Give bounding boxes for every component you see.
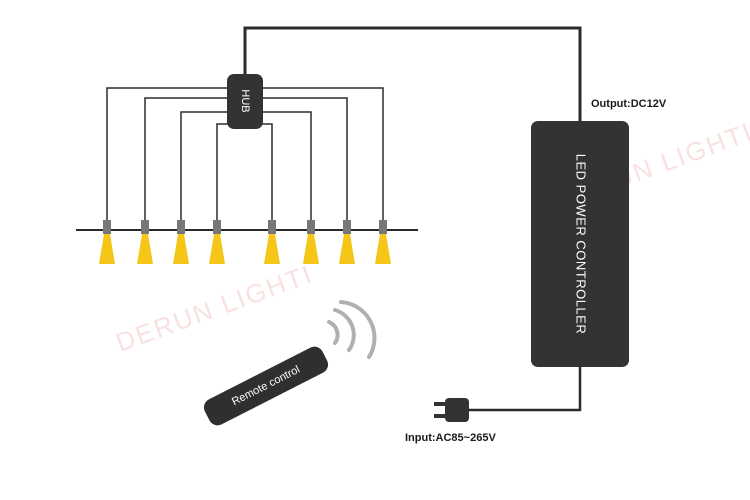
controller-label: LED POWER CONTROLLER [574, 154, 589, 334]
branch-cable-2 [144, 97, 228, 222]
lamp-cap [379, 220, 387, 234]
lamp-fixture [339, 220, 355, 264]
lamp-cap [343, 220, 351, 234]
branch-cable-8 [262, 87, 384, 222]
plug-prong [434, 402, 446, 406]
plug-prong [434, 414, 446, 418]
output-label: Output:DC12V [591, 98, 667, 110]
lamp-fixture [303, 220, 319, 264]
dc-output-cable [243, 26, 582, 121]
signal-waves-icon [327, 300, 377, 359]
lamp-beam [375, 234, 391, 264]
led-power-controller [531, 121, 629, 367]
lamp-beam [137, 234, 153, 264]
lamp-fixture [209, 220, 225, 264]
hub-box [227, 74, 263, 129]
branch-cable-3 [180, 111, 232, 222]
plug-body [445, 398, 469, 422]
branch-cable-7 [262, 97, 348, 222]
lamp-cap [141, 220, 149, 234]
lamp-beam [264, 234, 280, 264]
lamp-cap [213, 220, 221, 234]
lamp-cap [103, 220, 111, 234]
lamp-fixture [264, 220, 280, 264]
input-label: Input:AC85~265V [405, 432, 496, 444]
lamp-cap [268, 220, 276, 234]
lamp-beam [173, 234, 189, 264]
lamp-beam [303, 234, 319, 264]
lamp-fixture [375, 220, 391, 264]
lamp-group [99, 220, 391, 264]
lamp-beam [339, 234, 355, 264]
power-plug [434, 398, 469, 422]
lamp-cap [307, 220, 315, 234]
remote-control: Remote control [203, 346, 329, 426]
watermark: DERUN LIGHTI [112, 258, 317, 357]
branch-cable-5 [254, 123, 273, 222]
hub-label: HUB [239, 89, 251, 112]
lamp-beam [99, 234, 115, 264]
lamp-beam [209, 234, 225, 264]
lamp-fixture [173, 220, 189, 264]
branch-cable-1 [106, 87, 228, 222]
lamp-cap [177, 220, 185, 234]
branch-cable-6 [258, 111, 312, 222]
branch-cable-4 [216, 123, 236, 222]
remote-body [203, 346, 329, 426]
ac-input-cable [468, 367, 582, 412]
lamp-fixture [99, 220, 115, 264]
lamp-fixture [137, 220, 153, 264]
